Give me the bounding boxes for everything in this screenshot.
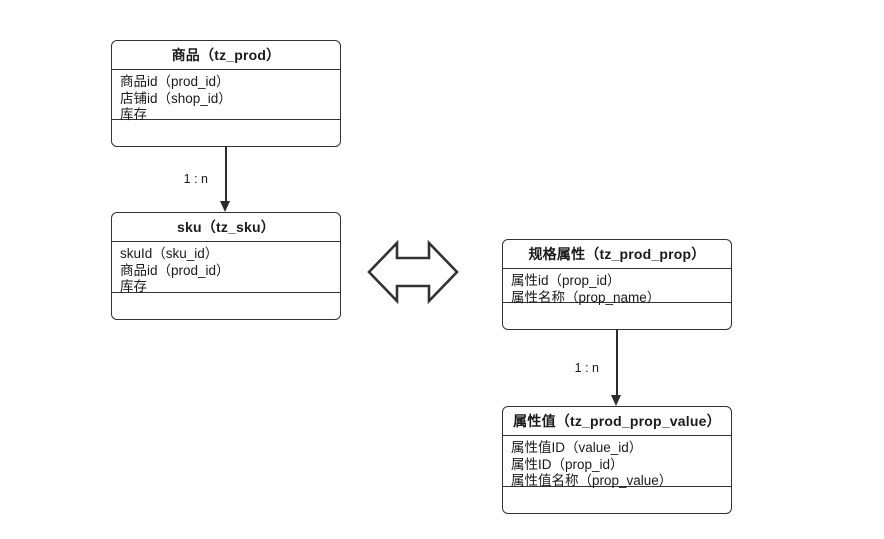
attribute-row: 商品id（prod_id） xyxy=(120,262,230,278)
relation-prop-to-prop-value xyxy=(611,330,622,406)
attribute-row: skuId（sku_id） xyxy=(120,246,219,261)
entity-title-tz-sku: sku（tz_sku） xyxy=(112,213,340,242)
attribute-row: 商品id（prod_id） xyxy=(120,74,230,89)
entity-attributes-tz-prod-prop: 属性id（prop_id） 属性名称（prop_name） xyxy=(503,269,731,305)
entity-title-tz-prod-prop: 规格属性（tz_prod_prop） xyxy=(503,240,731,269)
attribute-row: 店铺id（shop_id） xyxy=(120,90,232,106)
entity-tz-sku[interactable]: sku（tz_sku） skuId（sku_id） 商品id（prod_id） … xyxy=(111,212,341,320)
attribute-row: 属性值ID（value_id） xyxy=(511,440,643,455)
entity-tz-prod[interactable]: 商品（tz_prod） 商品id（prod_id） 店铺id（shop_id） … xyxy=(111,40,341,147)
entity-footer-tz-prod-prop xyxy=(503,303,731,329)
attribute-row: 库存 xyxy=(120,107,147,122)
entity-tz-prod-prop[interactable]: 规格属性（tz_prod_prop） 属性id（prop_id） 属性名称（pr… xyxy=(502,239,732,330)
relation-line xyxy=(225,147,227,201)
relation-label-prop-to-prop-value: 1 : n xyxy=(572,361,601,375)
entity-footer-tz-prod xyxy=(112,120,340,146)
entity-tz-prod-prop-value[interactable]: 属性值（tz_prod_prop_value） 属性值ID（value_id） … xyxy=(502,406,732,514)
double-headed-arrow-icon xyxy=(366,236,460,308)
entity-footer-tz-prod-prop-value xyxy=(503,487,731,513)
relation-arrowhead xyxy=(220,201,231,212)
entity-attributes-tz-prod-prop-value: 属性值ID（value_id） 属性ID（prop_id） 属性值名称（prop… xyxy=(503,436,731,488)
attribute-row: 属性名称（prop_name） xyxy=(511,289,661,305)
relation-line xyxy=(616,330,618,395)
entity-attributes-tz-prod: 商品id（prod_id） 店铺id（shop_id） 库存 xyxy=(112,70,340,122)
attribute-row: 属性id（prop_id） xyxy=(511,273,621,288)
relation-label-prod-to-sku: 1 : n xyxy=(181,172,210,186)
relation-arrowhead xyxy=(611,395,622,406)
attribute-row: 属性值名称（prop_value） xyxy=(511,473,673,488)
entity-title-tz-prod-prop-value: 属性值（tz_prod_prop_value） xyxy=(503,407,731,436)
attribute-row: 属性ID（prop_id） xyxy=(511,456,624,472)
entity-title-tz-prod: 商品（tz_prod） xyxy=(112,41,340,70)
relation-prod-to-sku xyxy=(220,147,231,212)
entity-attributes-tz-sku: skuId（sku_id） 商品id（prod_id） 库存 xyxy=(112,242,340,294)
entity-footer-tz-sku xyxy=(112,293,340,319)
attribute-row: 库存 xyxy=(120,279,147,294)
